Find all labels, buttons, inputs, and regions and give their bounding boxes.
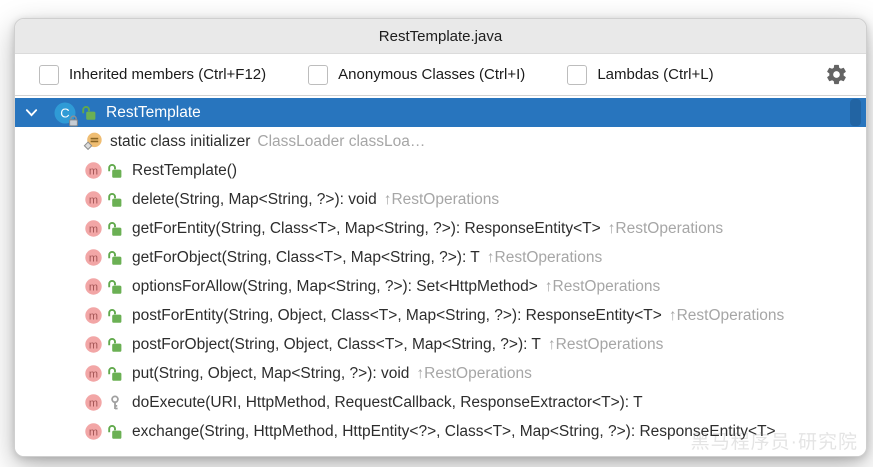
tree-root-row[interactable]: C RestTemplate — [15, 98, 866, 127]
member-secondary-text: ↑RestOperations — [668, 306, 785, 324]
member-secondary-text: ↑RestOperations — [544, 277, 661, 295]
method-icon: m — [83, 249, 103, 266]
svg-text:m: m — [88, 252, 97, 264]
static-initializer-icon — [83, 131, 103, 152]
public-lock-icon — [107, 424, 123, 440]
checkbox-inherited-members[interactable]: Inherited members (Ctrl+F12) — [39, 64, 267, 85]
settings-gear-icon[interactable] — [824, 63, 848, 87]
member-row[interactable]: m doExecute(URI, HttpMethod, RequestCall… — [15, 388, 866, 417]
member-secondary-text: ClassLoader classLoa… — [257, 132, 426, 150]
member-row[interactable]: m put(String, Object, Map<String, ?>): v… — [15, 359, 866, 388]
svg-text:m: m — [88, 368, 97, 380]
svg-text:m: m — [88, 397, 97, 409]
public-lock-icon — [107, 366, 123, 382]
svg-text:m: m — [88, 426, 97, 438]
member-row[interactable]: m getForEntity(String, Class<T>, Map<Str… — [15, 214, 866, 243]
member-signature: put(String, Object, Map<String, ?>): voi… — [132, 364, 410, 382]
public-lock-icon — [107, 221, 123, 237]
member-signature: doExecute(URI, HttpMethod, RequestCallba… — [132, 393, 643, 411]
inherited-members-label: Inherited members (Ctrl+F12) — [69, 66, 267, 83]
public-lock-icon — [107, 250, 123, 266]
member-secondary-text: ↑RestOperations — [486, 248, 603, 266]
lambdas-label: Lambdas (Ctrl+L) — [597, 66, 714, 83]
popup-title: RestTemplate.java — [378, 27, 503, 45]
member-secondary-text: ↑RestOperations — [547, 335, 664, 353]
member-row[interactable]: m delete(String, Map<String, ?>): void ↑… — [15, 185, 866, 214]
checkbox-anonymous-classes[interactable]: Anonymous Classes (Ctrl+I) — [308, 64, 526, 85]
member-row[interactable]: m RestTemplate() — [15, 156, 866, 185]
class-icon: C — [54, 102, 78, 126]
member-row[interactable]: m postForObject(String, Object, Class<T>… — [15, 330, 866, 359]
public-lock-icon — [107, 279, 123, 295]
public-lock-icon — [107, 337, 123, 353]
inherited-members-checkbox[interactable] — [39, 64, 59, 85]
svg-text:m: m — [88, 339, 97, 351]
file-structure-popup: RestTemplate.java Inherited members (Ctr… — [14, 18, 867, 457]
member-signature: postForObject(String, Object, Class<T>, … — [132, 335, 541, 353]
popup-toolbar: Inherited members (Ctrl+F12) Anonymous C… — [15, 54, 866, 96]
method-icon: m — [83, 220, 103, 237]
member-row[interactable]: m exchange(String, HttpMethod, HttpEntit… — [15, 417, 866, 446]
member-signature: getForEntity(String, Class<T>, Map<Strin… — [132, 219, 601, 237]
method-icon: m — [83, 191, 103, 208]
member-signature: delete(String, Map<String, ?>): void — [132, 190, 377, 208]
svg-text:m: m — [88, 281, 97, 293]
vertical-scrollbar-thumb[interactable] — [850, 99, 861, 126]
svg-text:m: m — [88, 165, 97, 177]
public-lock-icon — [81, 105, 97, 121]
anonymous-classes-checkbox[interactable] — [308, 64, 329, 85]
method-icon: m — [83, 162, 103, 179]
member-secondary-text: ↑RestOperations — [607, 219, 724, 237]
svg-text:C: C — [60, 105, 69, 120]
public-lock-icon — [107, 192, 123, 208]
member-signature: getForObject(String, Class<T>, Map<Strin… — [132, 248, 480, 266]
member-list: C RestTemplate static class initializer … — [15, 96, 866, 456]
member-row[interactable]: m getForObject(String, Class<T>, Map<Str… — [15, 243, 866, 272]
public-lock-icon — [107, 308, 123, 324]
member-signature: RestTemplate() — [132, 161, 238, 179]
method-icon: m — [83, 336, 103, 353]
readonly-lock-badge-icon — [69, 114, 78, 126]
svg-text:m: m — [88, 223, 97, 235]
member-signature: exchange(String, HttpMethod, HttpEntity<… — [132, 422, 776, 440]
svg-text:m: m — [88, 310, 97, 322]
root-class-name: RestTemplate — [106, 103, 201, 121]
protected-key-icon — [107, 395, 123, 411]
member-signature: static class initializer — [110, 132, 251, 150]
checkbox-lambdas[interactable]: Lambdas (Ctrl+L) — [567, 64, 714, 85]
anonymous-classes-label: Anonymous Classes (Ctrl+I) — [338, 66, 526, 83]
method-icon: m — [83, 365, 103, 382]
member-secondary-text: ↑RestOperations — [416, 364, 532, 382]
method-icon: m — [83, 307, 103, 324]
lambdas-checkbox[interactable] — [567, 64, 588, 85]
member-row[interactable]: static class initializer ClassLoader cla… — [15, 127, 866, 156]
member-secondary-text: ↑RestOperations — [383, 190, 500, 208]
svg-text:m: m — [88, 194, 97, 206]
member-signature: postForEntity(String, Object, Class<T>, … — [132, 306, 662, 324]
member-signature: optionsForAllow(String, Map<String, ?>):… — [132, 277, 538, 295]
member-row[interactable]: m postForEntity(String, Object, Class<T>… — [15, 301, 866, 330]
popup-titlebar: RestTemplate.java — [15, 19, 866, 54]
chevron-down-icon[interactable] — [24, 105, 39, 120]
method-icon: m — [83, 278, 103, 295]
method-icon: m — [83, 394, 103, 411]
member-row[interactable]: m optionsForAllow(String, Map<String, ?>… — [15, 272, 866, 301]
method-icon: m — [83, 423, 103, 440]
public-lock-icon — [107, 163, 123, 179]
